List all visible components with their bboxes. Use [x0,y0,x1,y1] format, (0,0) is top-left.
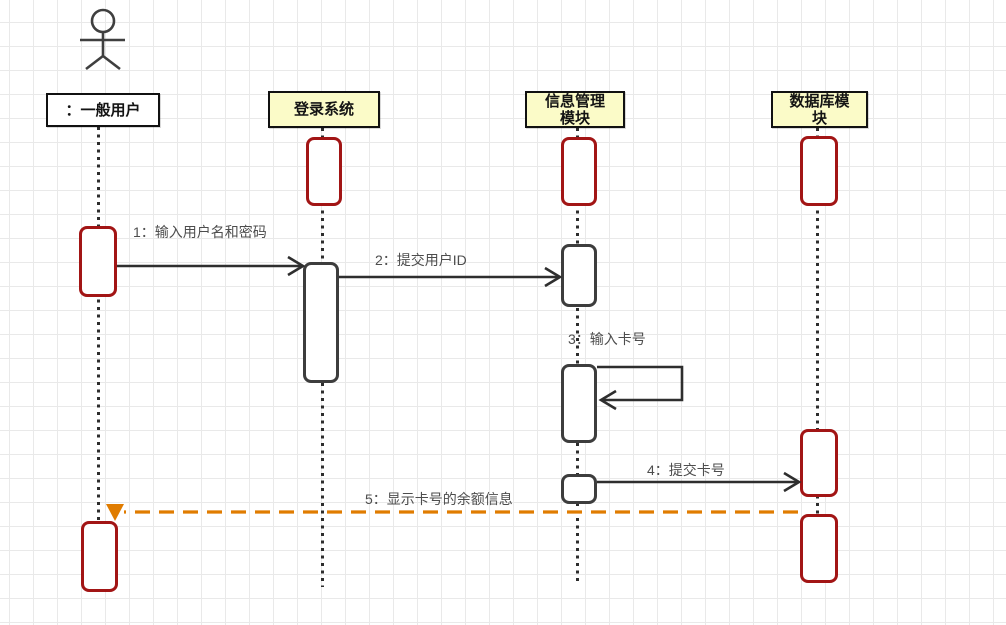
activation-info-2[interactable] [561,364,597,443]
message-1-label[interactable]: 1：输入用户名和密码 [133,224,267,240]
arrowhead-icon [544,266,563,288]
activation-user-2[interactable] [81,521,118,592]
activation-info-1[interactable] [561,244,597,307]
message-5-return-arrow[interactable] [106,504,798,521]
lifeline-db [816,128,819,583]
lifeline-info [576,128,579,585]
arrowhead-icon [783,471,802,493]
actor-icon[interactable] [76,6,130,72]
arrowhead-icon [287,255,306,277]
activation-login-1[interactable] [303,262,339,383]
message-2-label[interactable]: 2：提交用户ID [375,252,467,268]
activation-db-initial[interactable] [800,136,838,206]
lifeline-user [97,127,100,592]
activation-db-2[interactable] [800,514,838,583]
participant-login-system[interactable]: 登录系统 [268,91,380,128]
return-arrowhead-icon [106,504,124,521]
message-3-label[interactable]: 3：输入卡号 [568,331,646,347]
participant-database-module[interactable]: 数据库模块 [771,91,868,128]
participant-user[interactable]: ：一般用户 [46,93,160,127]
activation-login-initial[interactable] [306,137,342,206]
activation-info-3[interactable] [561,474,597,504]
message-3-self-arrow[interactable] [597,365,684,411]
message-4-label[interactable]: 4：提交卡号 [647,462,725,478]
participant-info-management-module[interactable]: 信息管理模块 [525,91,625,128]
message-1-arrow[interactable] [117,255,306,277]
activation-db-1[interactable] [800,429,838,497]
message-4-arrow[interactable] [597,471,802,493]
message-5-label[interactable]: 5：显示卡号的余额信息 [365,491,513,507]
message-2-arrow[interactable] [339,266,563,288]
activation-info-initial[interactable] [561,137,597,206]
activation-user-1[interactable] [79,226,117,297]
arrowhead-icon [598,389,617,411]
